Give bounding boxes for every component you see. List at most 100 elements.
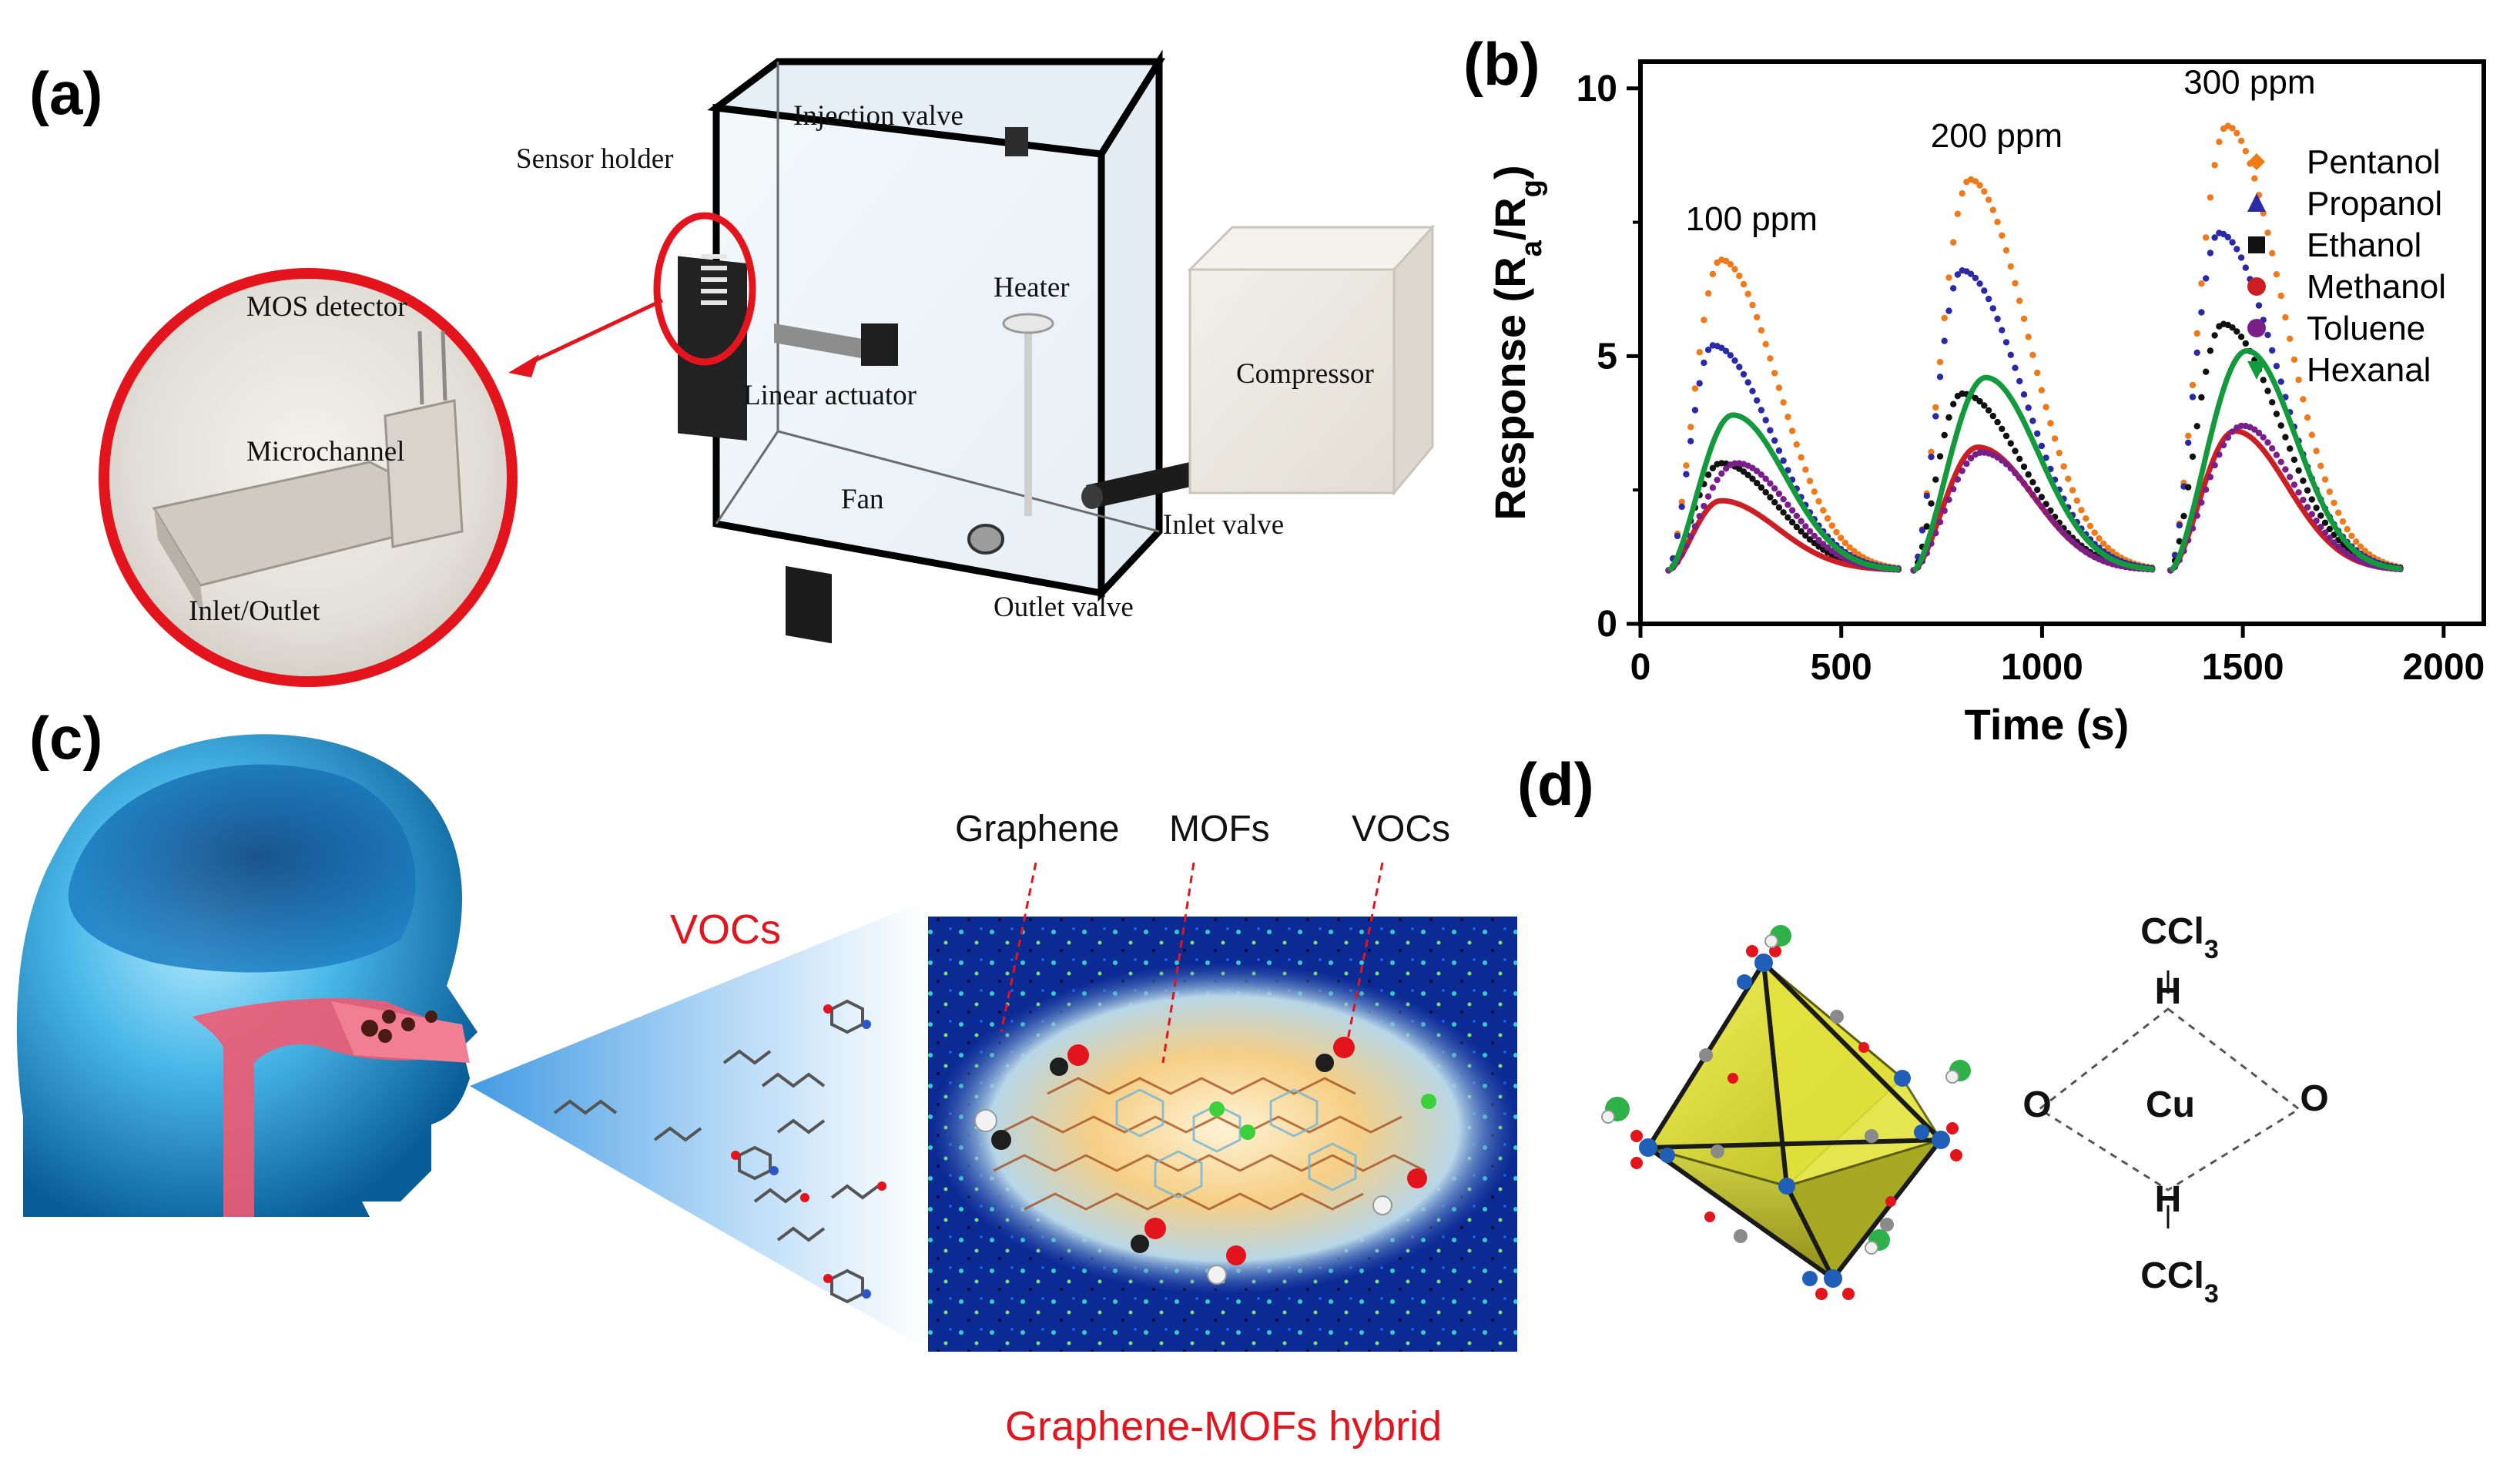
series-point-ethanol bbox=[1788, 518, 1796, 526]
series-point-pentanol bbox=[2313, 447, 2320, 454]
series-point-propanol bbox=[2012, 364, 2019, 371]
octahedral-mof-cage bbox=[1601, 925, 1971, 1300]
series-point-toluene bbox=[2198, 499, 2205, 506]
legend-marker bbox=[2247, 361, 2266, 380]
y-axis-label: Response (Ra/Rg) bbox=[1486, 165, 1548, 520]
series-point-toluene bbox=[2012, 469, 2019, 477]
series-point-toluene bbox=[1932, 530, 1939, 537]
legend-label: Methanol bbox=[2307, 268, 2446, 306]
x-tick-label: 500 bbox=[1811, 647, 1872, 688]
series-point-pentanol bbox=[2273, 271, 2280, 278]
series-point-toluene bbox=[1704, 493, 1712, 500]
series-point-toluene bbox=[2065, 534, 2072, 541]
o-left-label: O bbox=[2022, 1084, 2051, 1125]
series-point-ethanol bbox=[2290, 456, 2298, 464]
series-point-pentanol bbox=[2277, 292, 2284, 300]
series-point-ethanol bbox=[1806, 536, 1814, 543]
series-point-pentanol bbox=[2304, 414, 2311, 421]
series-point-propanol bbox=[1687, 437, 1694, 444]
series-point-ethanol bbox=[2260, 377, 2267, 384]
series-point-pentanol bbox=[2029, 351, 2036, 359]
series-point-ethanol bbox=[2007, 440, 2014, 447]
series-point-pentanol bbox=[2308, 431, 2315, 438]
concentration-annotation: 200 ppm bbox=[1931, 117, 2063, 155]
series-point-propanol bbox=[2189, 394, 2197, 401]
series-point-pentanol bbox=[1994, 219, 2001, 226]
series-point-toluene bbox=[2069, 538, 2076, 545]
series-point-propanol bbox=[1981, 287, 1988, 294]
series-point-ethanol bbox=[1994, 418, 2001, 426]
legend-label: Propanol bbox=[2307, 185, 2442, 223]
series-point-pentanol bbox=[1784, 414, 1791, 421]
series-point-propanol bbox=[1674, 532, 1681, 540]
series-point-ethanol bbox=[1989, 412, 1996, 420]
series-point-toluene bbox=[2025, 485, 2032, 493]
series-line-hexanal bbox=[1667, 412, 1901, 573]
series-point-pentanol bbox=[2007, 263, 2014, 270]
series-point-ethanol bbox=[2317, 512, 2324, 519]
series-point-ethanol bbox=[1784, 514, 1791, 521]
series-point-propanol bbox=[2038, 442, 2046, 450]
series-point-toluene bbox=[2290, 481, 2298, 488]
series-point-toluene bbox=[2042, 509, 2049, 516]
series-point-toluene bbox=[1762, 475, 1769, 482]
legend-marker bbox=[2247, 319, 2266, 337]
linear-actuator-label: Linear actuator bbox=[743, 380, 917, 411]
series-point-propanol bbox=[1936, 374, 1944, 380]
cu-label: Cu bbox=[2146, 1084, 2195, 1125]
series-point-toluene bbox=[1815, 537, 1822, 544]
sensor-holder-label: Sensor holder bbox=[516, 143, 674, 175]
series-point-toluene bbox=[1767, 480, 1774, 487]
series-point-pentanol bbox=[1820, 507, 1827, 514]
series-point-ethanol bbox=[2180, 512, 2187, 520]
mos-detector-label: MOS detector bbox=[246, 291, 407, 323]
panel-d: (d) bbox=[1517, 750, 2329, 1309]
series-point-toluene bbox=[1811, 532, 1818, 539]
series-point-toluene bbox=[2255, 429, 2263, 437]
series-point-ethanol bbox=[2016, 455, 2023, 462]
series-point-toluene bbox=[1722, 465, 1730, 472]
series-point-toluene bbox=[2229, 428, 2236, 435]
series-point-pentanol bbox=[2203, 234, 2210, 241]
microchannel-label: Microchannel bbox=[246, 436, 404, 468]
series-point-propanol bbox=[1941, 337, 1948, 344]
series-point-ethanol bbox=[2211, 332, 2218, 339]
series-point-toluene bbox=[2251, 426, 2258, 433]
microchannel-lens bbox=[99, 268, 518, 687]
panel-c: (c) VOCs bbox=[16, 704, 1517, 1450]
series-point-pentanol bbox=[1928, 448, 1935, 455]
panel-a-label: (a) bbox=[29, 59, 102, 127]
series-point-pentanol bbox=[2300, 396, 2307, 403]
series-propanol bbox=[1665, 230, 2404, 574]
series-point-pentanol bbox=[2353, 538, 2360, 545]
ccl3-bottom-text: CCl bbox=[2140, 1255, 2204, 1296]
series-point-pentanol bbox=[2237, 137, 2245, 145]
mofs-callout: MOFs bbox=[1169, 809, 1270, 850]
series-point-pentanol bbox=[1954, 210, 1962, 217]
series-point-ethanol bbox=[1758, 484, 1765, 491]
series-point-pentanol bbox=[1691, 385, 1699, 392]
series-point-toluene bbox=[2317, 524, 2324, 531]
series-point-propanol bbox=[2025, 404, 2032, 411]
graphene-mofs-hybrid-illustration bbox=[928, 862, 1517, 1352]
series-point-pentanol bbox=[2321, 476, 2329, 483]
series-point-propanol bbox=[2233, 246, 2240, 253]
series-point-toluene bbox=[2016, 474, 2023, 481]
y-tick-label: 5 bbox=[1597, 336, 1617, 377]
series-point-toluene bbox=[2287, 474, 2294, 481]
vocs-callout: VOCs bbox=[1352, 809, 1450, 850]
series-point-propanol bbox=[1678, 503, 1685, 511]
series-point-pentanol bbox=[2207, 194, 2214, 201]
series-point-propanol bbox=[1758, 407, 1765, 414]
series-point-propanol bbox=[1972, 274, 1979, 282]
series-point-ethanol bbox=[2308, 496, 2315, 503]
series-point-propanol bbox=[1718, 344, 1725, 351]
voc-atoms bbox=[731, 1004, 886, 1299]
series-point-toluene bbox=[1954, 476, 1962, 483]
outlet-valve-label: Outlet valve bbox=[994, 592, 1134, 623]
panel-c-label: (c) bbox=[29, 704, 102, 772]
series-point-propanol bbox=[2224, 233, 2231, 241]
series-point-toluene bbox=[2295, 489, 2302, 496]
